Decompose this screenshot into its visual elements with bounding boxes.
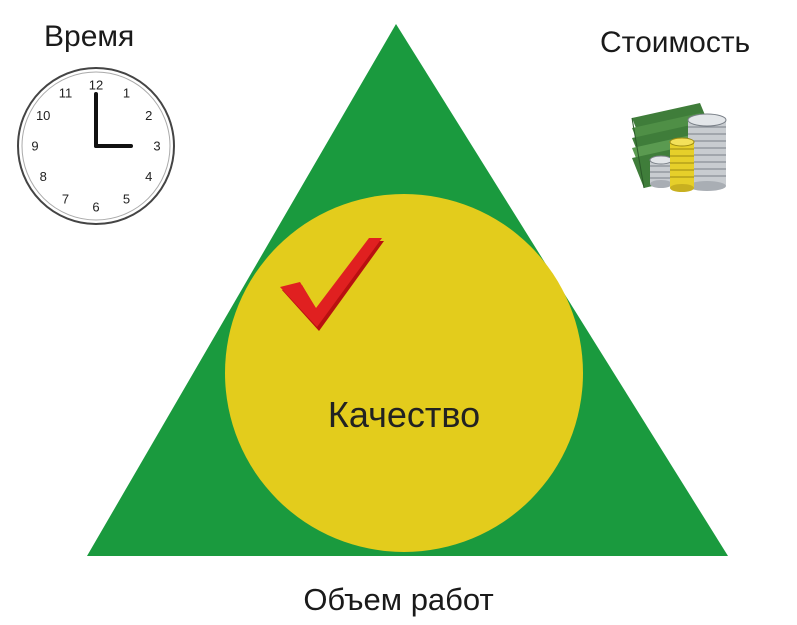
clock-number: 8 (40, 169, 47, 184)
clock-number: 12 (89, 78, 103, 93)
clock-number: 1 (123, 86, 130, 101)
clock-number: 6 (92, 200, 99, 215)
quality-label: Качество (328, 394, 480, 435)
checkmark-icon (280, 238, 384, 331)
clock-number: 10 (36, 108, 50, 123)
clock-number: 9 (31, 139, 38, 154)
money-coins-icon (631, 103, 727, 192)
time-label: Время (44, 20, 135, 53)
clock-number: 11 (59, 86, 73, 101)
coin-stack-gray-tall (687, 113, 727, 191)
quality-circle (225, 194, 583, 552)
scope-label: Объем работ (303, 582, 494, 617)
clock-number: 2 (145, 108, 152, 123)
clock-icon: 12 12 345 6 789 10 11 (17, 67, 175, 225)
clock-number: 3 (153, 139, 160, 154)
coin-stack-gray-small (649, 155, 673, 188)
clock-number: 7 (62, 191, 69, 206)
clock-number: 4 (145, 169, 152, 184)
cost-label: Стоимость (600, 26, 751, 59)
coin-stack-gold (669, 137, 695, 192)
clock-number: 5 (123, 191, 130, 206)
clock-numbers: 12 12 345 6 789 10 11 (31, 78, 160, 215)
